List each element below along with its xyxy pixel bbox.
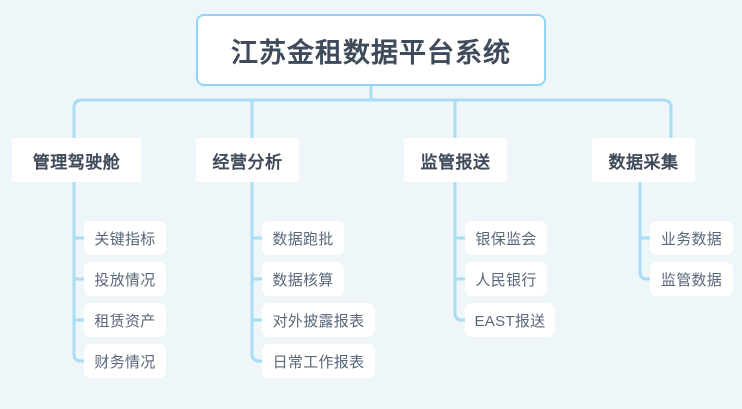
leaf-node-2-2-label: 数据核算 — [272, 271, 334, 289]
branch-node-3[interactable]: 监管报送 — [404, 138, 507, 182]
leaf-node-2-1-label: 数据跑批 — [272, 230, 334, 248]
branch-node-2-label: 经营分析 — [212, 152, 283, 172]
spine-col-1 — [72, 182, 84, 363]
leaf-node-1-3[interactable]: 租赁资产 — [84, 303, 166, 337]
leaf-node-2-3-label: 对外披露报表 — [272, 312, 365, 330]
leaf-node-3-3[interactable]: EAST报送 — [465, 303, 555, 337]
leaf-node-1-4-label: 财务情况 — [94, 353, 156, 371]
root-node-label: 江苏金租数据平台系统 — [231, 37, 511, 68]
leaf-node-1-2[interactable]: 投放情况 — [84, 262, 166, 296]
leaf-node-4-1-label: 业务数据 — [660, 230, 723, 248]
leaf-node-1-1[interactable]: 关键指标 — [84, 221, 166, 255]
branch-node-3-label: 监管报送 — [420, 152, 491, 172]
leaf-node-2-4-label: 日常工作报表 — [272, 353, 365, 371]
leaf-node-1-1-label: 关键指标 — [94, 230, 156, 248]
spine-col-4 — [638, 182, 650, 281]
branch-node-2[interactable]: 经营分析 — [196, 138, 299, 182]
leaf-node-1-2-label: 投放情况 — [94, 271, 156, 289]
leaf-node-2-3[interactable]: 对外披露报表 — [262, 303, 375, 337]
leaf-node-4-2-label: 监管数据 — [660, 271, 723, 289]
leaf-node-3-2-label: 人民银行 — [475, 271, 537, 289]
leaf-node-2-2[interactable]: 数据核算 — [262, 262, 344, 296]
leaf-node-3-2[interactable]: 人民银行 — [465, 262, 547, 296]
branch-node-1[interactable]: 管理驾驶舱 — [12, 138, 141, 182]
leaf-node-1-4[interactable]: 财务情况 — [84, 344, 166, 378]
leaf-node-4-2[interactable]: 监管数据 — [650, 262, 733, 296]
branch-node-4-label: 数据采集 — [608, 152, 679, 172]
branch-node-4[interactable]: 数据采集 — [592, 138, 695, 182]
branch-node-1-label: 管理驾驶舱 — [32, 152, 121, 172]
root-node[interactable]: 江苏金租数据平台系统 — [196, 14, 546, 86]
leaf-node-1-3-label: 租赁资产 — [94, 312, 156, 330]
leaf-node-3-3-label: EAST报送 — [474, 312, 546, 330]
leaf-node-3-1-label: 银保监会 — [475, 230, 537, 248]
leaf-node-2-4[interactable]: 日常工作报表 — [262, 344, 375, 378]
leaf-node-4-1[interactable]: 业务数据 — [650, 221, 733, 255]
branch-bus — [72, 98, 673, 138]
spine-col-2 — [250, 182, 262, 363]
leaf-node-2-1[interactable]: 数据跑批 — [262, 221, 344, 255]
spine-col-3 — [453, 182, 465, 322]
leaf-node-3-1[interactable]: 银保监会 — [465, 221, 547, 255]
